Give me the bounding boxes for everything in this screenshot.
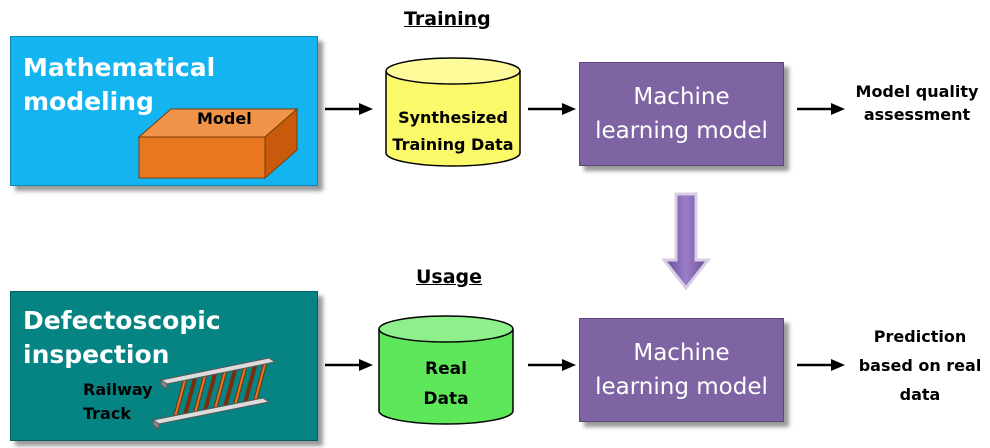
box-3d-icon <box>137 107 299 180</box>
model-box-label: Model <box>197 109 252 128</box>
ml-model-training-label: Machine learning model <box>595 84 768 144</box>
arrow-right-icon <box>325 103 373 115</box>
real-data-cylinder <box>378 315 514 425</box>
model-quality-assessment-label: Model quality assessment <box>855 82 979 124</box>
arrow-down-icon <box>660 192 712 291</box>
ml-model-training-box: Machine learning model <box>579 62 784 166</box>
synthesized-data-cylinder <box>385 57 521 167</box>
ml-model-usage-box: Machine learning model <box>579 318 784 422</box>
arrow-right-icon <box>325 359 373 371</box>
arrow-right-icon <box>528 359 576 371</box>
synthesized-data-label: Synthesized Training Data <box>392 108 514 154</box>
usage-title: Usage <box>416 266 483 288</box>
arrow-right-icon <box>797 103 845 115</box>
defectoscopic-inspection-panel: Defectoscopic inspection Railway Track <box>10 291 318 441</box>
railway-track-icon <box>151 357 277 430</box>
mathematical-modeling-label: Mathematical modeling <box>23 53 216 116</box>
defectoscopic-inspection-label: Defectoscopic inspection <box>23 306 221 369</box>
ml-model-usage-label: Machine learning model <box>595 340 768 400</box>
training-title: Training <box>404 8 491 30</box>
railway-track-label: Railway Track <box>83 380 153 423</box>
arrow-right-icon <box>797 359 845 371</box>
arrow-right-icon <box>528 103 576 115</box>
real-data-label: Real Data <box>423 359 469 409</box>
mathematical-modeling-panel: Mathematical modeling Model <box>10 36 318 186</box>
prediction-output-label: Prediction based on real data <box>858 327 982 404</box>
